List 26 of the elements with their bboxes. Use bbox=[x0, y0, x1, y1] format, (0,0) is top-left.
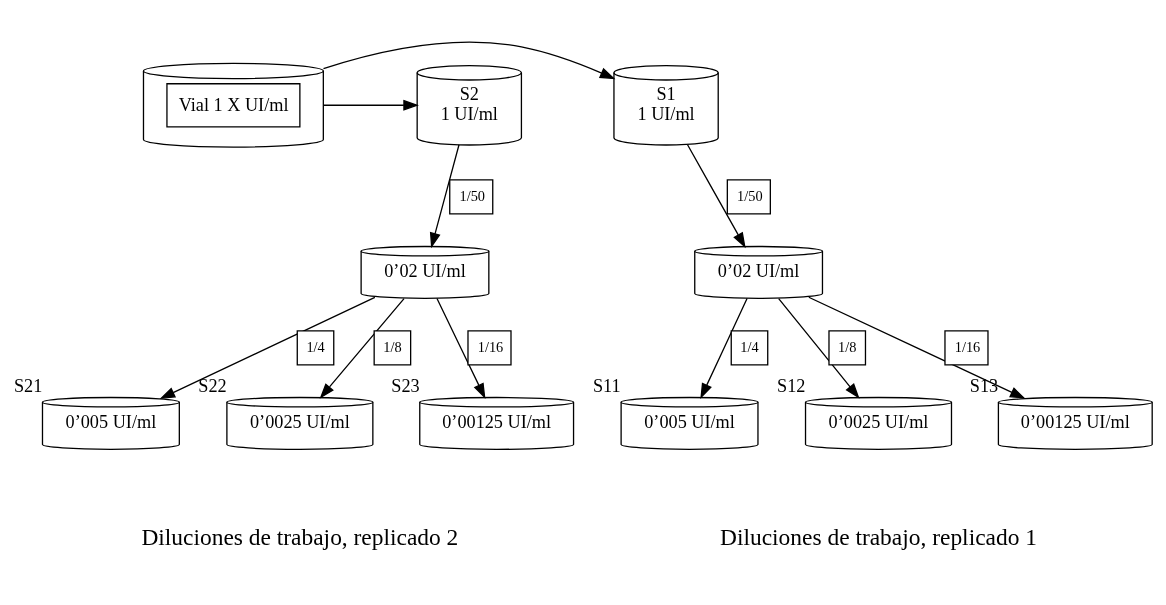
arrow bbox=[686, 144, 746, 249]
edge-label: 1/8 bbox=[838, 338, 857, 355]
edge-label: 1/4 bbox=[740, 338, 759, 355]
arrow bbox=[323, 99, 419, 111]
edge-label: 1/4 bbox=[306, 338, 325, 355]
arrow bbox=[808, 296, 1026, 399]
arrow bbox=[436, 297, 486, 399]
arrow bbox=[319, 297, 405, 399]
node-label: S23 bbox=[391, 376, 420, 397]
arrow bbox=[322, 41, 616, 80]
arrow bbox=[778, 297, 860, 399]
node-label: S13 bbox=[969, 376, 999, 397]
arrow bbox=[159, 296, 376, 400]
edge-label: 1/16 bbox=[477, 338, 504, 355]
arrow bbox=[700, 297, 748, 399]
edge-label: 1/50 bbox=[737, 187, 763, 204]
edge-label: 1/8 bbox=[383, 338, 402, 355]
node-label: S12 bbox=[777, 376, 806, 397]
label: Diluciones de trabajo, replicado 2 bbox=[141, 524, 459, 551]
node-label: S22 bbox=[198, 376, 227, 397]
arrow bbox=[429, 144, 460, 249]
node-label: S21 bbox=[13, 376, 43, 397]
label: Diluciones de trabajo, replicado 1 bbox=[720, 524, 1037, 551]
node-label: S11 bbox=[592, 376, 621, 397]
edge-label: 1/16 bbox=[954, 338, 981, 355]
edge-label: 1/50 bbox=[459, 187, 485, 204]
